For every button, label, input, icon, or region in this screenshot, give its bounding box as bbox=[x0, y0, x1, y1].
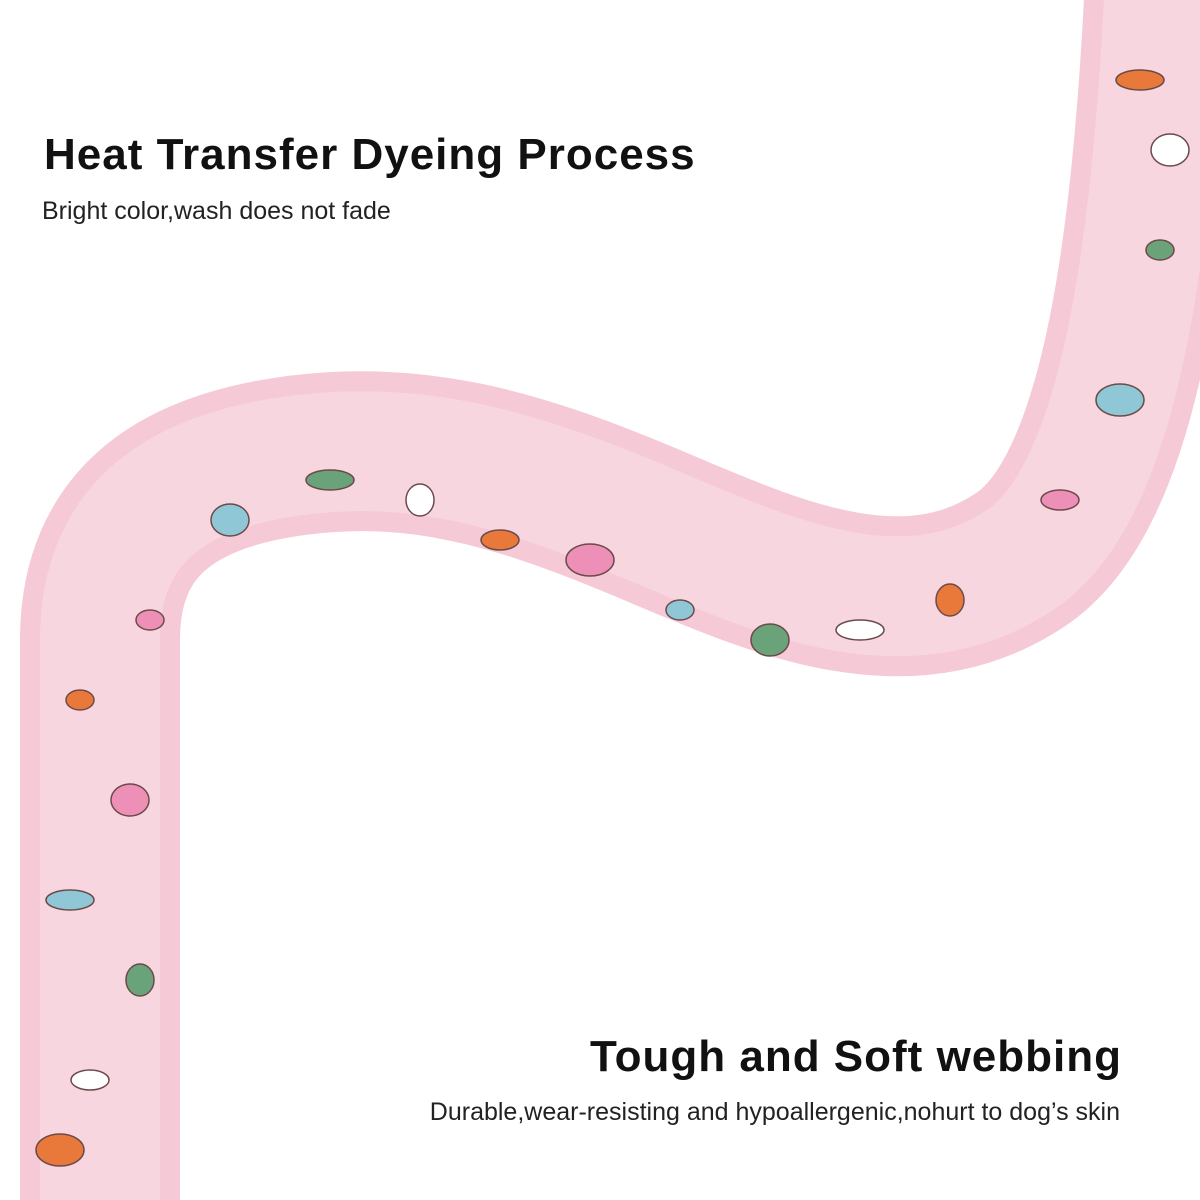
print-motif bbox=[135, 609, 165, 631]
print-motif bbox=[1145, 239, 1175, 261]
print-motif bbox=[480, 529, 520, 551]
feature-subtitle-dyeing: Bright color,wash does not fade bbox=[42, 197, 391, 225]
print-motif bbox=[565, 543, 615, 577]
print-motif bbox=[750, 623, 790, 657]
print-motif bbox=[45, 889, 95, 911]
print-motif bbox=[1095, 383, 1145, 417]
print-motif bbox=[65, 689, 95, 711]
print-motif bbox=[70, 1069, 110, 1091]
print-motif bbox=[1115, 69, 1165, 91]
print-motif bbox=[1150, 133, 1190, 167]
print-motif bbox=[210, 503, 250, 537]
print-motif bbox=[405, 483, 435, 517]
print-motif bbox=[665, 599, 695, 621]
print-motif bbox=[935, 583, 965, 617]
print-motif bbox=[35, 1133, 85, 1167]
print-motif bbox=[305, 469, 355, 491]
feature-title-webbing: Tough and Soft webbing bbox=[590, 1032, 1122, 1081]
feature-subtitle-webbing: Durable,wear-resisting and hypoallergeni… bbox=[429, 1098, 1120, 1126]
print-pattern bbox=[35, 69, 1190, 1167]
print-motif bbox=[835, 619, 885, 641]
feature-title-dyeing: Heat Transfer Dyeing Process bbox=[44, 130, 696, 179]
print-motif bbox=[1040, 489, 1080, 511]
print-motif bbox=[125, 963, 155, 997]
print-motif bbox=[110, 783, 150, 817]
